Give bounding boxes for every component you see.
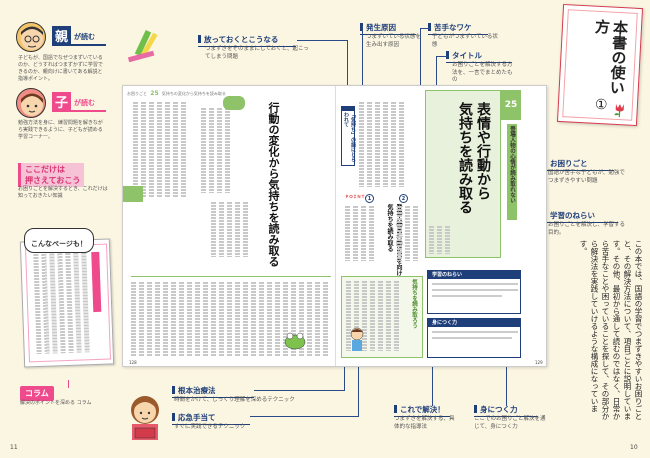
left-header-text: 気持ちの変化から気持ちを読み取る [161,91,226,96]
right-title-line1: 表情や行動から [475,102,491,200]
koko-heading: ここだけは 押さえておこう [18,163,85,187]
oya-avatar [16,22,46,52]
right-heading-small: 登場人物の心情が読み取れない [507,124,517,220]
oukyu-label: 応急手当て [172,412,250,425]
left-side-tab [123,186,143,202]
oya-big-char: 親 [52,26,72,45]
left-main-body [131,282,331,358]
blue-callout-cap [341,106,355,110]
oukyu-connector [250,416,358,417]
right-page-number: 10 [630,444,638,451]
left-page-title: 行動の変化から気持ちを読み取る [267,102,280,267]
book-spread: お困りごと 25 気持ちの変化から気持ちを読み取る 行動の変化から気持ちを読み取… [122,85,547,367]
ko-small-label: が読む [74,99,95,107]
gakushu-description: お困りごとを解決し、学習する目的。 [548,222,626,236]
speech-bubble-text: こんなページも！ [31,240,87,248]
frog-illustration [283,330,307,350]
mini-description: ここでのお困りごと解決を通じて、身につく力 [474,416,546,430]
koko-title-line2: 押さえておこう [25,176,81,185]
green-practice-heading: 気持ちを読み取ろう [411,279,417,329]
item-1-circle: 1 [365,194,374,203]
korede-connector [432,350,433,406]
learn-aim-box-label: 学習のねらい [432,272,463,278]
ko-avatar [16,88,46,118]
right-intro-columns [359,102,419,192]
item-2-circle: 2 [399,194,408,203]
houtteoku-connector [297,40,347,41]
houtteoku-description: つまずきをそのままにしておくと、起こってしまう問題 [205,46,309,60]
pen-illustration [122,28,162,68]
left-body-columns [211,202,261,262]
ko-description: 勉強方法を身に、練習問題を解きながら実践できるように、子どもが読める学習コーナー… [18,120,103,140]
ko-heading: 子 が読む [52,92,106,112]
blue-callout-text: 「気持ち」の語にとらわれて [343,112,356,162]
koko-title-line1: ここだけは [25,165,65,174]
column-description: 解決のポイントを深める コラム [20,400,92,406]
korede-label: これで解決！ [394,404,450,417]
left-number-label: お困りごと [127,91,147,96]
speech-bubble: こんなページも！ [24,228,94,253]
right-number-block: 25 [501,90,521,120]
right-number: 25 [504,100,518,110]
houtteoku-label: 放っておくとこうなる [198,34,296,47]
hassei-description: つまずいている状態を 生み出す原因 [366,34,421,48]
middle-columns [345,206,425,266]
hassei-label: 発生原因 [360,22,416,35]
right-title-body [429,226,499,256]
ko-big-char: 子 [52,92,72,111]
left-sub-block [201,96,245,198]
right-explanation-paragraph: この本では、国語の学習でつまずきやすいお困りごとと、その解決方法について、項目ご… [579,240,643,420]
korede-description: つまずきを解決する、具体的な指導法 [394,416,455,430]
left-number: 25 [150,90,159,97]
spread-right-page-num: 129 [535,360,543,365]
title-card: 本書の使い方 ① [556,3,644,127]
left-page-header: お困りごと 25 気持ちの変化から気持ちを読み取る [127,90,226,97]
oya-description: 子どもが、国語でなぜつまずいているのか、どうすればつまずかずに学習できるのか、親… [18,55,103,82]
oukyu-description: すぐに実践できるテクニック [174,424,246,430]
oya-small-label: が読む [74,33,95,41]
mini-skill-box: 身につく力 [427,318,521,358]
konpon-connector [254,390,344,391]
nigate-description: 子どもがつまずいている状態 [432,34,498,48]
kid-illustration-small [347,326,367,354]
title-card-circled-number: ① [594,96,608,114]
tulip-icon [612,102,627,119]
mini-label: 身につく力 [474,404,538,417]
left-page-number: 11 [10,444,18,451]
spread-left-page-num: 128 [129,360,137,365]
koko-description: お困りごとを解決するとき、これだけは知っておきたい知識 [18,186,108,199]
nigate-connector [420,28,430,29]
right-title-line2: 気持ちを読み取る [457,102,473,214]
left-separator [131,276,331,277]
sample-page-thumbnail [19,238,115,368]
girl-reading-illustration [122,392,168,442]
mini-skill-box-label: 身につく力 [432,320,458,326]
learn-aim-box: 学習のねらい [427,270,521,314]
left-intro-columns [133,102,193,202]
konpon-label: 根本治療法 [172,385,254,398]
nigate-label: 苦手なワケ [428,22,488,35]
konpon-description: 時間をかけて、じっくり理解を深めるテクニック [174,397,295,403]
oya-heading: 親 が読む [52,26,106,46]
left-sub-badge [223,96,245,110]
title-card-text: 本書の使い方 [592,18,630,96]
title-description: お困りごとを解決する方法を、一言でまとめたもの [452,62,513,83]
okomari-description: 国語が苦手な子どもが、勉強でつまずきやすい問題 [548,170,625,184]
middle-red-label: ＰＯＩＮＴ [345,194,365,199]
column-label: コラム [20,386,54,401]
mini-connector [506,340,507,406]
title-connector [436,56,448,57]
title-label: タイトル [446,50,512,63]
blue-callout-box: 「気持ち」の語にとらわれて [341,110,356,166]
column-connector [68,380,69,388]
hassei-connector [362,26,363,116]
